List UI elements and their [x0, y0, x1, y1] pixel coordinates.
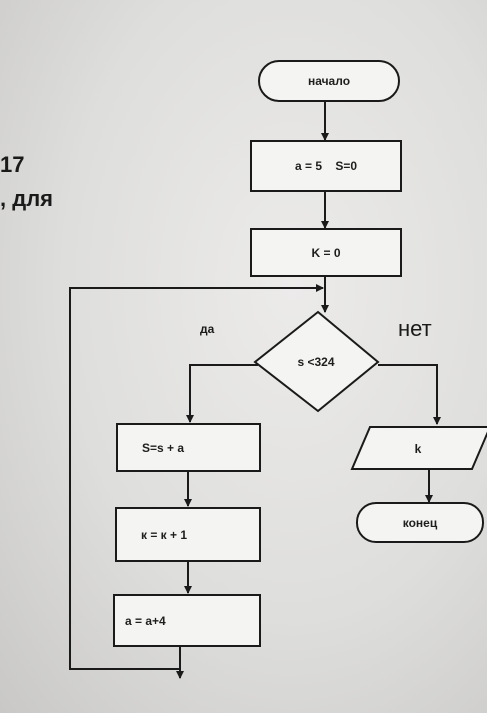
init-a-s-box: a = 5 S=0: [250, 140, 402, 192]
start-text: начало: [307, 74, 351, 88]
init-k-text: K = 0: [311, 245, 341, 260]
step-a-box: a = a+4: [113, 594, 261, 647]
no-label: нет: [398, 316, 432, 341]
arrow-no-branch: [378, 364, 441, 425]
output-parallelogram: [350, 426, 487, 470]
condition-text: s <324: [297, 355, 334, 369]
step-a-text: a = a+4: [125, 613, 166, 628]
loop-back-line: [69, 284, 324, 670]
init-a-s-text: a = 5 S=0: [294, 159, 358, 173]
arrow-yes-branch: [186, 364, 258, 423]
background-text-word: , для: [0, 186, 54, 211]
init-k-box: K = 0: [250, 228, 402, 277]
yes-label: да: [200, 322, 215, 336]
step-s-box: S=s + a: [116, 423, 261, 472]
start-terminal: начало: [258, 60, 400, 102]
condition-diamond: [253, 310, 380, 413]
end-text: конец: [402, 515, 438, 530]
end-terminal: конец: [356, 502, 484, 543]
step-k-text: к = к + 1: [141, 527, 188, 542]
step-k-box: к = к + 1: [115, 507, 261, 562]
output-text: k: [415, 442, 422, 456]
step-s-text: S=s + a: [142, 440, 185, 455]
background-text-number: 17: [0, 152, 25, 177]
